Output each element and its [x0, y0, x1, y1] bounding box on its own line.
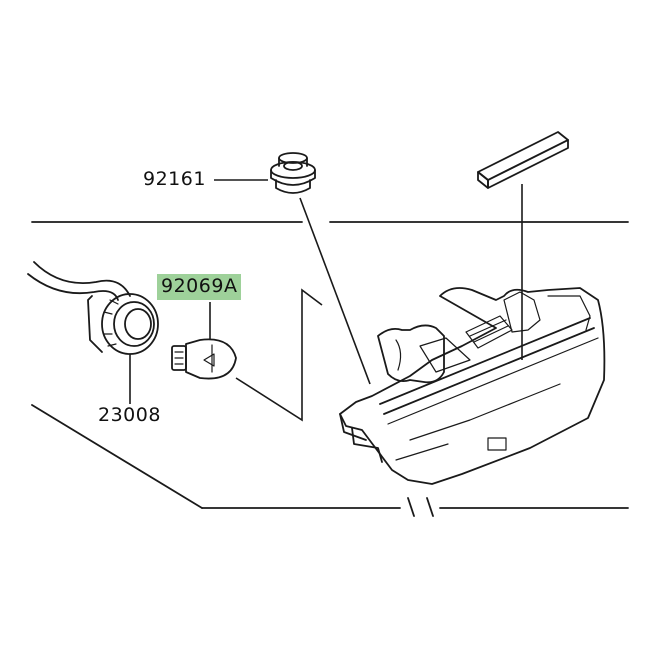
bulb-drawing: [171, 338, 237, 380]
part-number-92161[interactable]: 92161: [143, 168, 206, 190]
grommet-to-housing-line: [299, 197, 371, 385]
part-number-92069a-highlighted[interactable]: 92069A: [157, 274, 242, 300]
part-number-23008[interactable]: 23008: [98, 404, 161, 426]
turn-signal-housing-drawing: [339, 287, 606, 485]
bulb-to-housing-line: [235, 288, 323, 422]
socket-drawing: [27, 261, 159, 355]
grommet-drawing: [270, 152, 316, 194]
frame-lines: [31, 221, 629, 517]
